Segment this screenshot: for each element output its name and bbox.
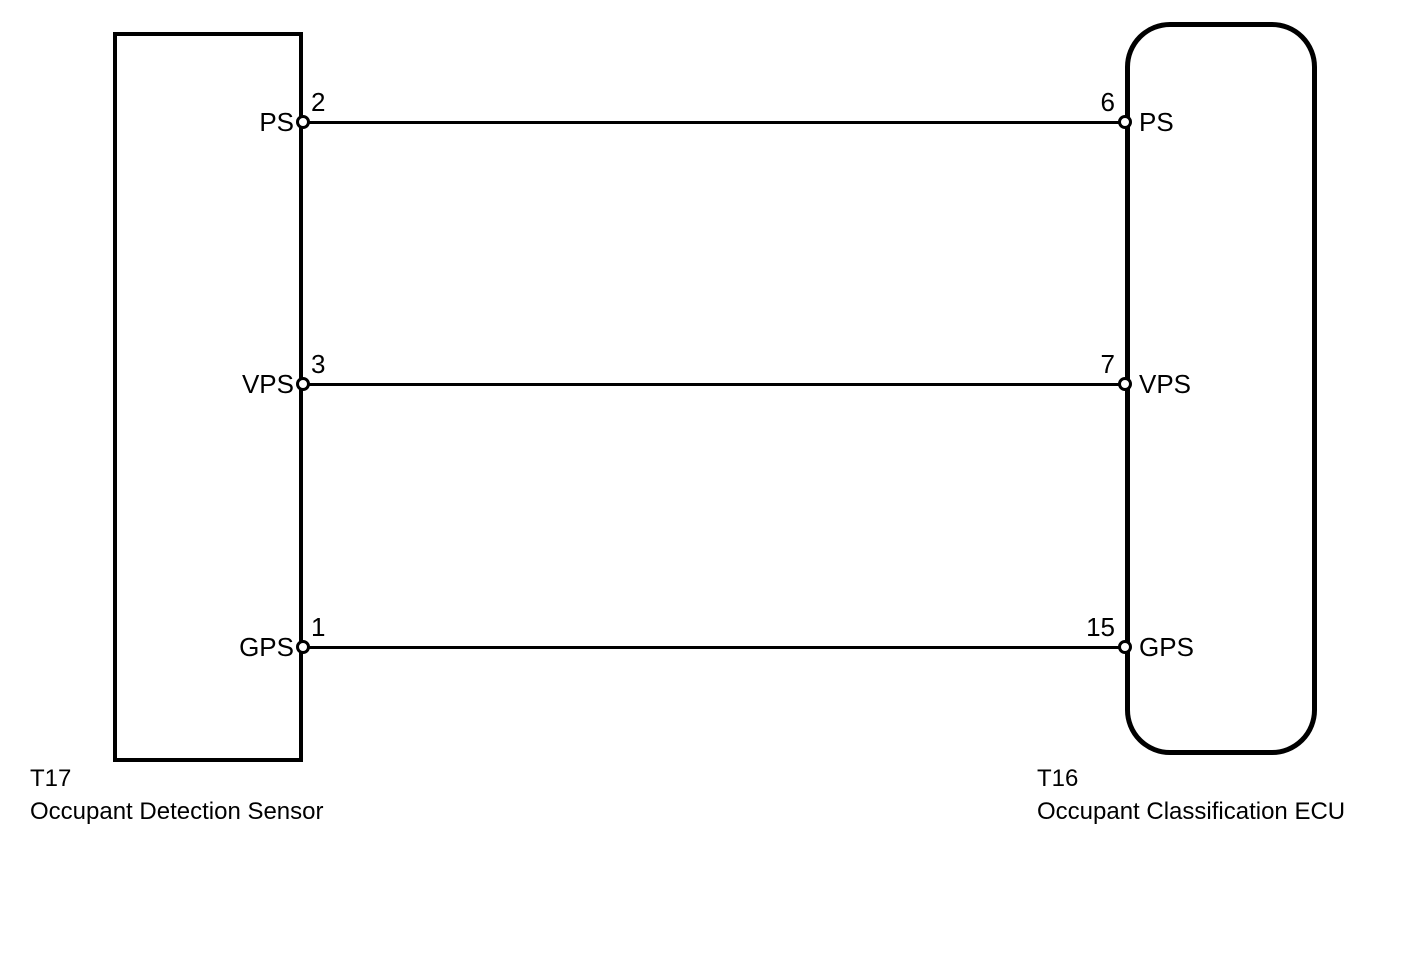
t17-pin-number-2: 2 xyxy=(311,87,326,117)
wire-ps xyxy=(303,120,1125,124)
t16-connector-id: T16 xyxy=(1037,765,1079,792)
t17-pin-label-ps: PS xyxy=(259,107,294,137)
t17-connector-name: Occupant Detection Sensor xyxy=(30,798,324,825)
t17-pin-terminal-1 xyxy=(296,640,310,654)
t16-pin-terminal-6 xyxy=(1118,115,1132,129)
t16-pin-label-gps: GPS xyxy=(1139,632,1194,662)
t17-pin-number-3: 3 xyxy=(311,349,326,379)
t16-pin-number-6: 6 xyxy=(1100,87,1115,117)
connector-t17-box xyxy=(113,32,303,762)
t16-caption: T16 Occupant Classification ECU xyxy=(1037,762,1345,828)
t16-pin-label-vps: VPS xyxy=(1139,369,1192,399)
wire-gps xyxy=(303,645,1125,649)
t17-pin-label-gps: GPS xyxy=(239,632,294,662)
t16-connector-name: Occupant Classification ECU xyxy=(1037,798,1346,825)
wire-vps xyxy=(303,382,1125,386)
t17-pin-number-1: 1 xyxy=(311,612,326,642)
t17-connector-id: T17 xyxy=(30,765,72,792)
t16-pin-number-15: 15 xyxy=(1086,612,1115,642)
t17-pin-label-vps: VPS xyxy=(241,369,294,399)
t16-pin-terminal-7 xyxy=(1118,377,1132,391)
t17-caption: T17 Occupant Detection Sensor xyxy=(30,762,324,828)
t16-pin-label-ps: PS xyxy=(1139,107,1174,137)
t16-pin-number-7: 7 xyxy=(1100,349,1115,379)
t17-pin-terminal-2 xyxy=(296,115,310,129)
t17-pin-terminal-3 xyxy=(296,377,310,391)
t16-pin-terminal-15 xyxy=(1118,640,1132,654)
